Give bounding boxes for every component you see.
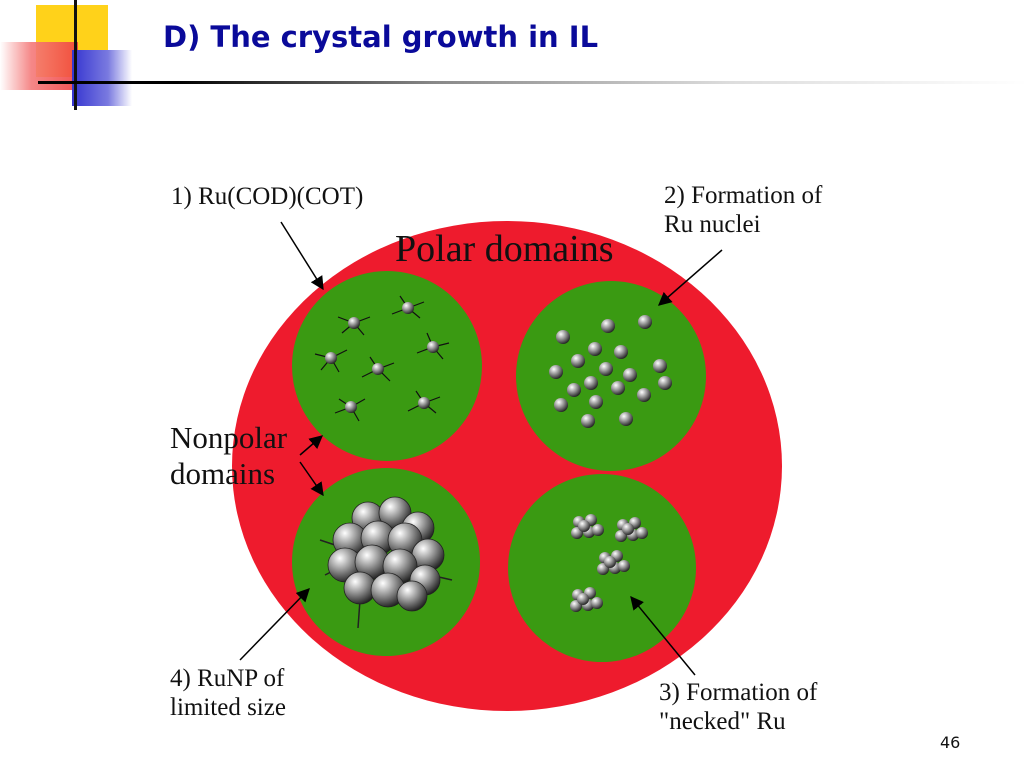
vertical-line: [74, 0, 77, 110]
step4-label-line-1: 4) RuNP of: [170, 665, 285, 692]
step3-label: 3) Formation of "necked" Ru: [659, 678, 817, 737]
step2-label-line-2: Ru nuclei: [664, 211, 761, 239]
page-number: 46: [940, 733, 961, 752]
corner-decoration: [0, 0, 170, 110]
nonpolar-domain-step2: [516, 281, 706, 471]
step4-label-line-2: limited size: [170, 694, 286, 722]
step3-label-line-2: "necked" Ru: [659, 708, 786, 736]
arrow-step3: [630, 595, 696, 676]
arrow-nonpolar-up: [299, 435, 324, 456]
ru-nanoparticle: [319, 496, 453, 629]
necked-ru-clusters: [570, 514, 648, 612]
step3-label-line-1: 3) Formation of: [659, 679, 818, 706]
arrow-step4: [239, 588, 310, 661]
polar-domain-circle: [232, 221, 782, 711]
slide-title: D) The crystal growth in IL: [163, 20, 599, 54]
nonpolar-domains-line-1: Nonpolar: [170, 420, 288, 455]
nonpolar-domains-label: Nonpolar domains: [170, 420, 287, 493]
annotation-arrows: [239, 221, 723, 676]
step1-label: 1) Ru(COD)(COT): [171, 183, 364, 210]
arrow-step1: [280, 221, 324, 291]
step2-label: 2) Formation of Ru nuclei: [664, 181, 822, 240]
ru-nuclei: [549, 315, 672, 428]
polar-domains-label: Polar domains: [395, 228, 614, 270]
precursor-molecules: [314, 295, 450, 422]
arrow-step2: [657, 249, 723, 306]
nonpolar-domains-line-2: domains: [170, 456, 276, 492]
step2-label-line-1: 2) Formation of: [664, 182, 823, 209]
arrow-nonpolar-down: [299, 461, 324, 497]
step4-label: 4) RuNP of limited size: [170, 664, 286, 723]
blue-square: [72, 50, 132, 106]
title-underline: [38, 81, 1024, 84]
